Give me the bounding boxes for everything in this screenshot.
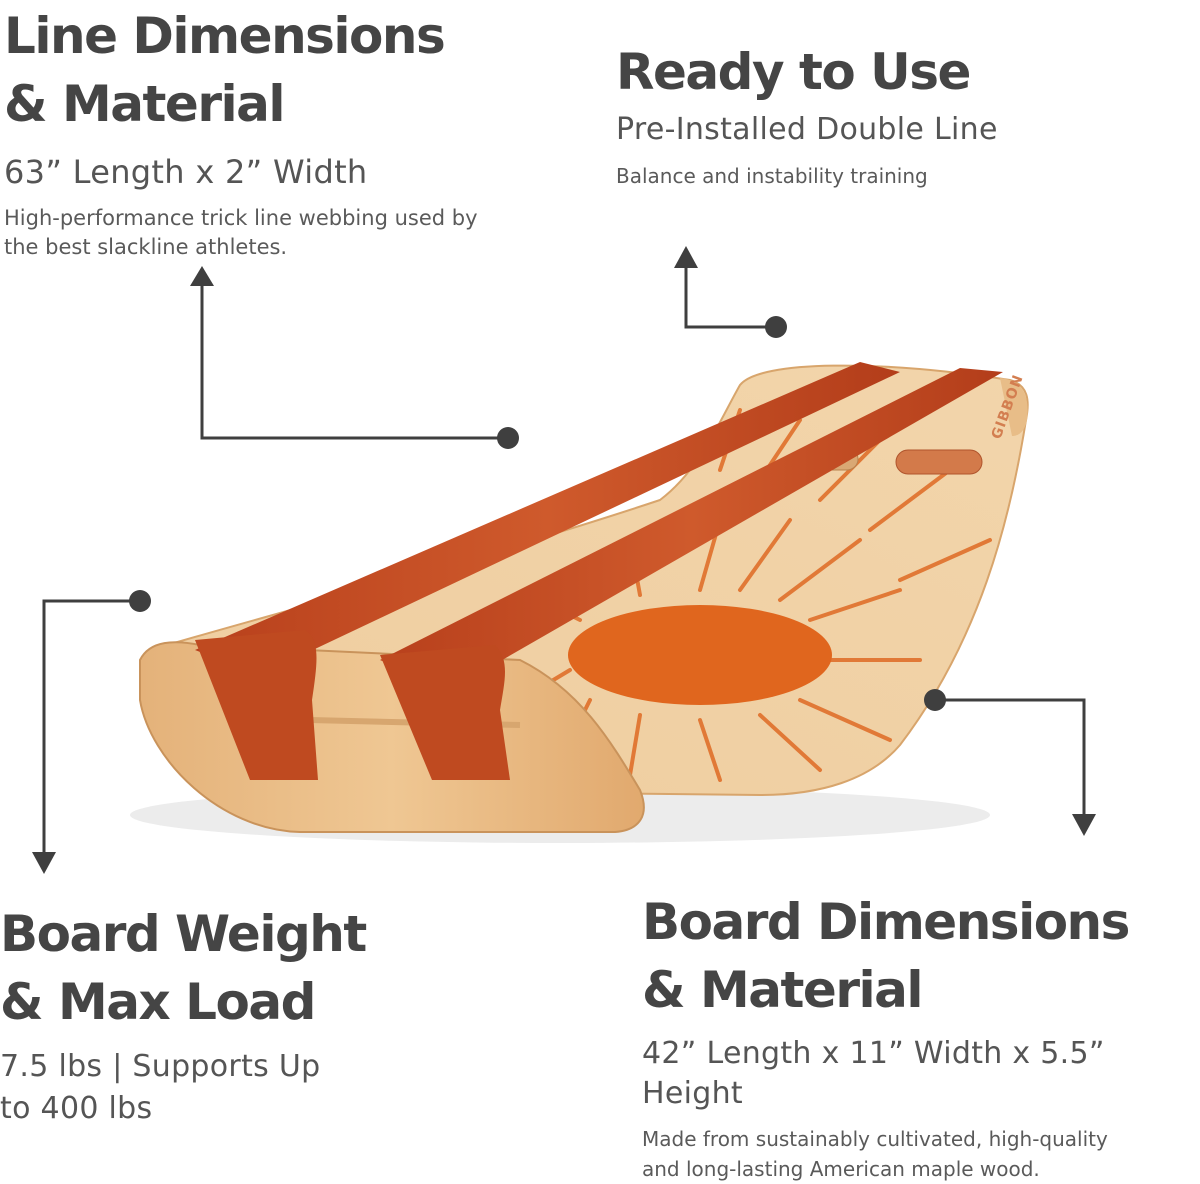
feature-title-line: Board Dimensions [642, 893, 1130, 951]
peg-right [895, 449, 983, 475]
callout-dot-weight [129, 590, 151, 612]
feature-title-line: & Material [642, 961, 924, 1019]
feature-subtitle-line: 7.5 lbs | Supports Up [0, 1049, 321, 1084]
feature-title: Ready to Use [616, 43, 971, 101]
callout-line-material [200, 282, 508, 440]
feature-description-line: Made from sustainably cultivated, high-q… [642, 1127, 1108, 1151]
callout-line-board [935, 698, 1086, 816]
callout-line-ready [684, 264, 776, 329]
feature-ready-to-use: Ready to Use Pre-Installed Double Line B… [616, 42, 1176, 190]
board-back-edge [1000, 378, 1028, 436]
strap-left [195, 362, 900, 675]
feature-subtitle-line: to 400 lbs [0, 1091, 153, 1126]
callout-dot-board [924, 689, 946, 711]
feature-description-line: the best slackline athletes. [4, 235, 288, 259]
callout-line-weight [42, 599, 140, 856]
product-illustration: GIBBON [32, 246, 1096, 874]
feature-board-weight: Board Weight & Max Load 7.5 lbs | Suppor… [0, 900, 520, 1130]
feature-title-line: & Material [4, 75, 286, 133]
feature-subtitle: 42” Length x 11” Width x 5.5” Height [642, 1036, 1105, 1111]
arrow-down-icon [32, 852, 56, 874]
arrow-down-icon [1072, 814, 1096, 836]
feature-description: High-performance trick line webbing used… [4, 204, 564, 262]
feature-title: Board Weight & Max Load [0, 900, 520, 1036]
feature-description: Balance and instability training [616, 164, 928, 188]
arrow-up-icon [674, 246, 698, 268]
feature-title-line: & Max Load [0, 973, 316, 1031]
feature-subtitle: Pre-Installed Double Line [616, 112, 998, 147]
callout-dot-ready [765, 316, 787, 338]
feature-title-line: Line Dimensions [4, 7, 446, 65]
feature-title: Line Dimensions & Material [4, 2, 564, 138]
feature-subtitle: 7.5 lbs | Supports Up to 400 lbs [0, 1046, 520, 1130]
strap-right [380, 368, 1003, 690]
callout-dot-material [497, 427, 519, 449]
feature-description-line: High-performance trick line webbing used… [4, 206, 478, 230]
arrow-up-icon [190, 266, 214, 286]
feature-line-dimensions: Line Dimensions & Material 63” Length x … [4, 2, 564, 262]
feature-description: Made from sustainably cultivated, high-q… [642, 1124, 1200, 1184]
strap-loop-left [195, 630, 318, 780]
strap-loop-right [380, 645, 510, 780]
feature-title: Board Dimensions & Material [642, 888, 1200, 1024]
feature-title-line: Board Weight [0, 905, 367, 963]
feature-subtitle: 63” Length x 2” Width [4, 153, 368, 191]
feature-description-line: and long-lasting American maple wood. [642, 1157, 1040, 1181]
sun-graphic [568, 605, 832, 705]
